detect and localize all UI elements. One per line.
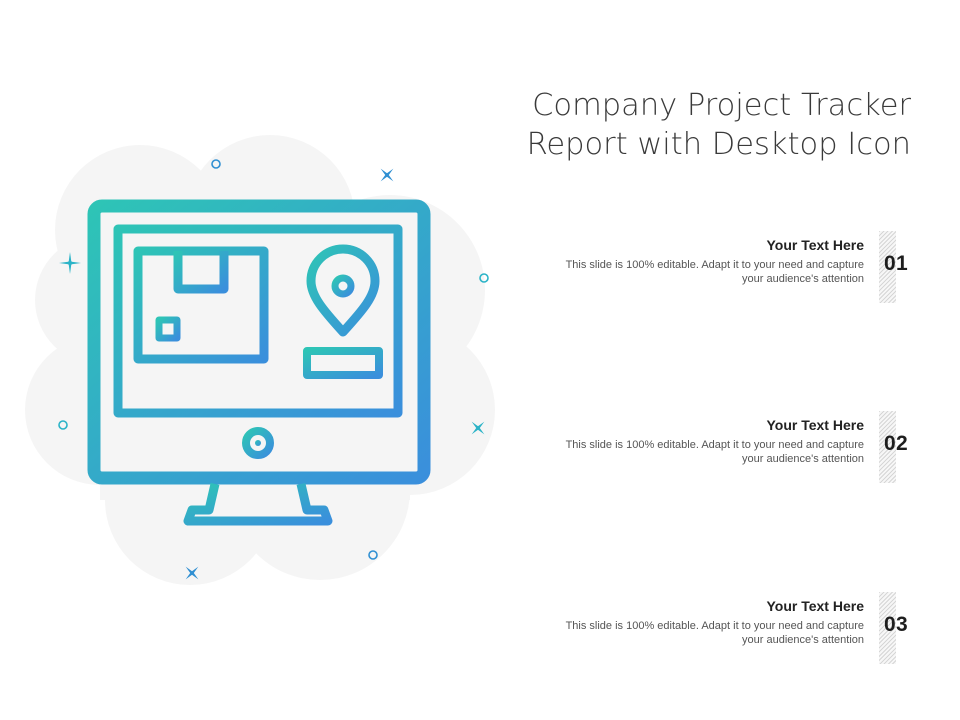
ring-icon [58, 159, 489, 560]
slide-title-line-2: Report with Desktop Icon [526, 127, 911, 162]
point-description: This slide is 100% editable. Adapt it to… [504, 258, 864, 286]
sparkle-icon [185, 566, 199, 580]
desktop-tracker-icon [25, 135, 495, 585]
point-description-line: This slide is 100% editable. Adapt it to… [565, 259, 864, 271]
point-number: 02 [884, 432, 908, 455]
point-02: Your Text Here This slide is 100% editab… [500, 411, 920, 485]
point-03: Your Text Here This slide is 100% editab… [500, 592, 920, 666]
number-bar [879, 231, 896, 303]
desktop-illustration [20, 130, 530, 600]
point-text: Your Text Here This slide is 100% editab… [504, 417, 864, 466]
point-01: Your Text Here This slide is 100% editab… [500, 231, 920, 305]
point-description-line: This slide is 100% editable. Adapt it to… [565, 439, 864, 451]
number-bar [879, 592, 896, 664]
point-description: This slide is 100% editable. Adapt it to… [504, 438, 864, 466]
point-text: Your Text Here This slide is 100% editab… [504, 598, 864, 647]
number-bar [879, 411, 896, 483]
slide-title-line-1: Company Project Tracker [532, 88, 911, 123]
sparkle-icon [380, 168, 394, 182]
point-text: Your Text Here This slide is 100% editab… [504, 237, 864, 286]
point-heading: Your Text Here [766, 598, 864, 614]
monitor-stand-icon [164, 482, 353, 536]
sparkle-icon [59, 252, 81, 274]
point-number: 03 [884, 613, 908, 636]
monitor-icon [87, 199, 431, 485]
point-description-line: your audience's attention [742, 634, 864, 646]
slide-title: Company Project Tracker Report with Desk… [451, 86, 911, 164]
monitor-power-dot [255, 440, 261, 446]
point-heading: Your Text Here [766, 417, 864, 433]
point-number: 01 [884, 252, 908, 275]
point-description: This slide is 100% editable. Adapt it to… [504, 619, 864, 647]
point-heading: Your Text Here [766, 237, 864, 253]
sparkle-icon [471, 421, 485, 435]
point-description-line: your audience's attention [742, 453, 864, 465]
point-description-line: your audience's attention [742, 273, 864, 285]
point-description-line: This slide is 100% editable. Adapt it to… [565, 620, 864, 632]
